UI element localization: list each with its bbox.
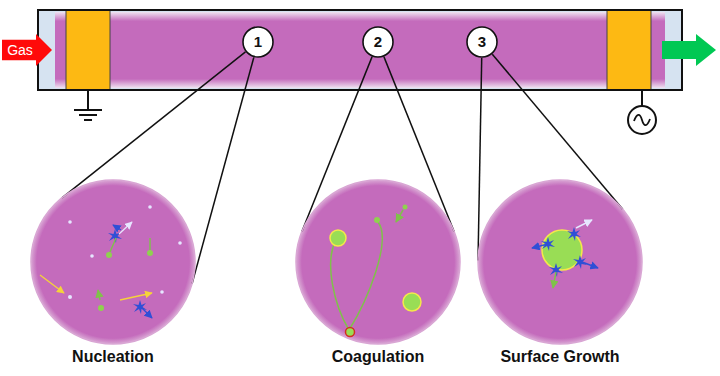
node-outline	[30, 179, 196, 345]
callout-circle: 3	[466, 26, 498, 58]
callout-circle: 2	[362, 26, 394, 58]
leader-line	[302, 57, 372, 232]
leader-line	[192, 57, 254, 283]
callout-number: 1	[242, 26, 274, 58]
leader-line	[62, 52, 245, 198]
leader-line	[384, 57, 454, 232]
magnified-view: Surface Growth	[477, 179, 643, 369]
leader-line	[478, 58, 482, 261]
callout-number: 2	[362, 26, 394, 58]
stage-label: Surface Growth	[500, 348, 619, 366]
node-outline	[295, 179, 461, 345]
leader-line	[492, 54, 622, 209]
callout-circle: 1	[242, 26, 274, 58]
callout-number: 3	[466, 26, 498, 58]
magnified-view: Coagulation	[295, 179, 461, 369]
stage-label: Coagulation	[332, 348, 424, 366]
gas-label: Gas	[7, 42, 33, 58]
magnified-view: Nucleation	[30, 179, 196, 369]
stage-label: Nucleation	[72, 348, 154, 366]
node-outline	[477, 179, 643, 345]
gas-inlet-arrow: Gas	[2, 34, 52, 66]
